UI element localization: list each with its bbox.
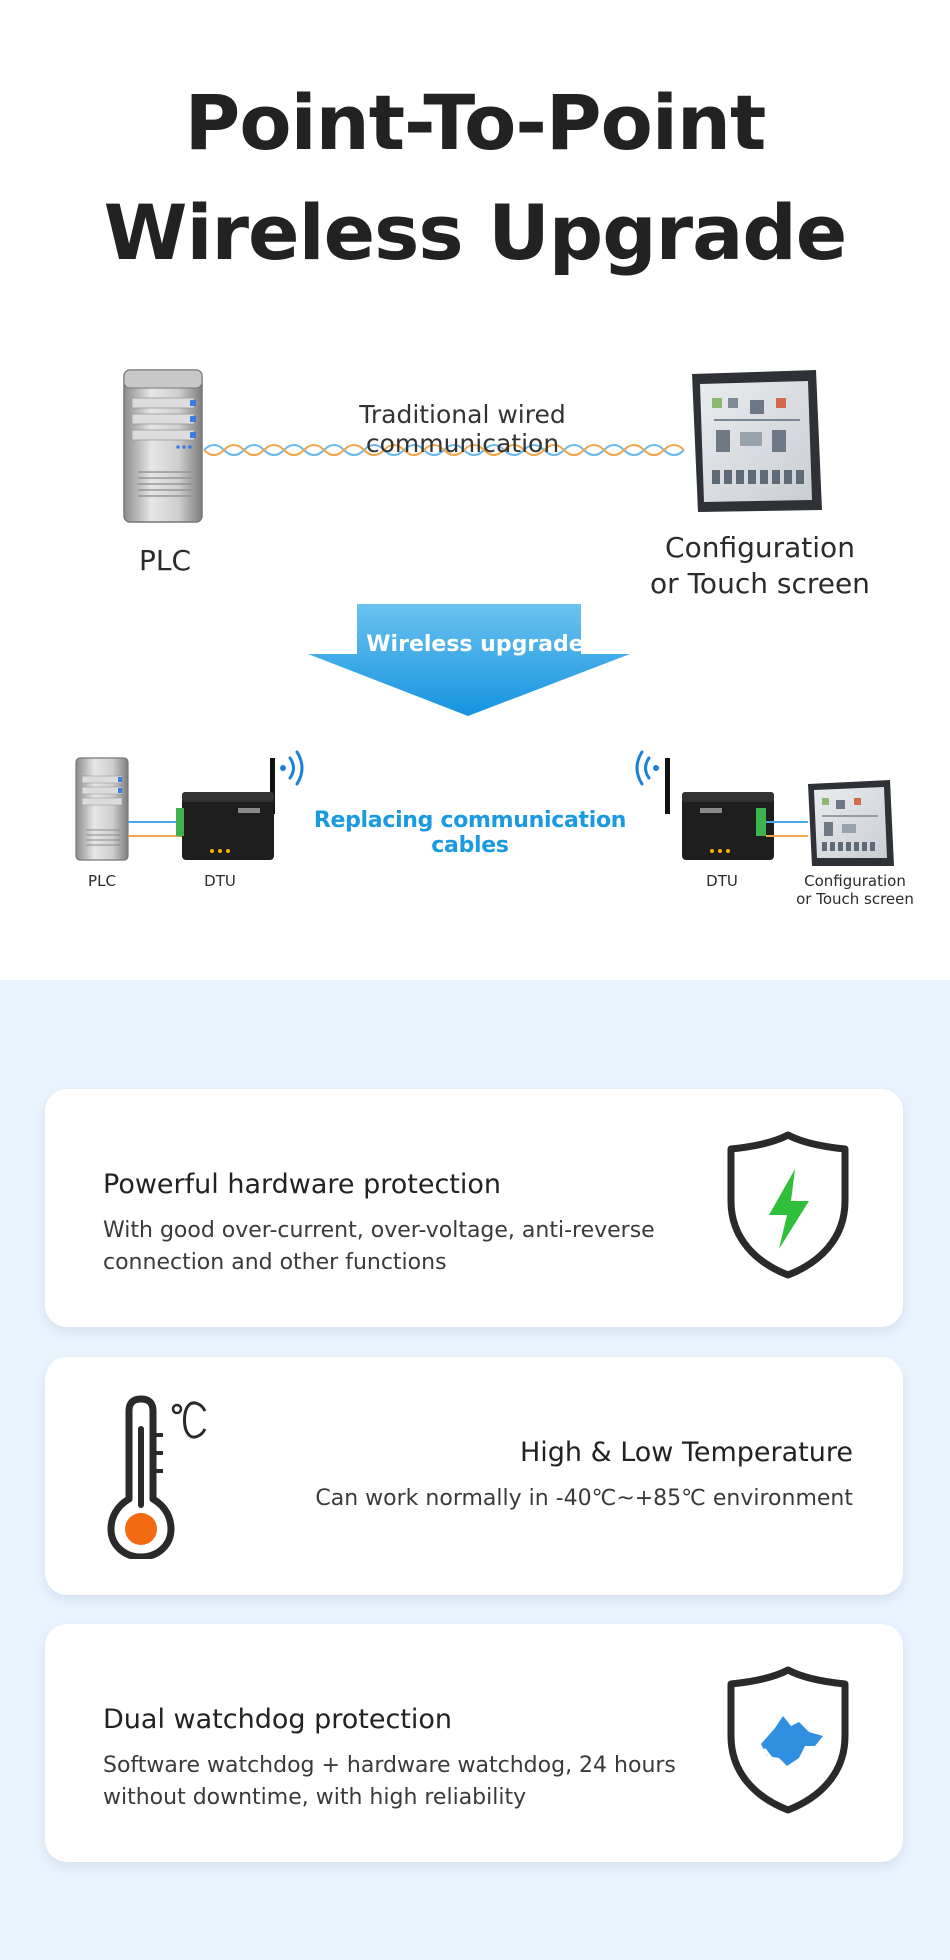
wired-cable — [203, 444, 685, 456]
left-serial-cable — [128, 821, 182, 837]
feature-title: Powerful hardware protection — [103, 1169, 502, 1200]
title-line-1: Point-To-Point — [184, 78, 767, 167]
signal-waves-right-icon — [635, 750, 659, 786]
thermometer-icon — [107, 1395, 207, 1559]
feature-description: Software watchdog + hardware watchdog, 2… — [103, 1753, 676, 1810]
small-plc-server-icon — [75, 757, 129, 861]
wireless-upgrade-label: Wireless upgrade — [366, 632, 584, 657]
right-serial-cable — [766, 821, 808, 837]
feature-description: With good over-current, over-voltage, an… — [103, 1218, 655, 1275]
small-plc-label: PLC — [88, 872, 116, 890]
small-touch-screen-icon — [808, 780, 894, 866]
touch-screen-icon — [692, 370, 822, 512]
shield-lightning-icon — [727, 1131, 849, 1279]
dtu-left-icon — [176, 758, 275, 860]
feature-title: Dual watchdog protection — [103, 1704, 453, 1735]
feature-card-hardware-protection: Powerful hardware protection With good o… — [45, 1089, 903, 1327]
wired-communication-label: Traditional wired communication — [359, 400, 566, 458]
feature-description: Can work normally in -40℃~+85℃ environme… — [315, 1486, 853, 1511]
wireless-upgrade-arrow — [308, 604, 630, 716]
small-screen-label: Configuration or Touch screen — [780, 872, 930, 908]
plc-label: PLC — [138, 544, 192, 577]
replacing-cables-label: Replacing communication cables — [313, 808, 627, 858]
feature-card-temperature: High & Low Temperature Can work normally… — [45, 1357, 903, 1595]
plc-server-icon — [123, 369, 203, 523]
small-screen-label-line-2: or Touch screen — [796, 890, 914, 908]
page-title: Point-To-Point Wireless Upgrade — [0, 68, 950, 288]
dtu-right-icon — [665, 758, 774, 860]
feature-title: High & Low Temperature — [519, 1437, 853, 1468]
wireless-diagram — [75, 369, 894, 866]
small-screen-label-line-1: Configuration — [804, 872, 906, 890]
screen-label: Configuration or Touch screen — [620, 530, 900, 602]
screen-label-line-1: Configuration — [665, 531, 855, 564]
feature-card-watchdog: Dual watchdog protection Software watchd… — [45, 1624, 903, 1862]
dtu-right-label: DTU — [706, 872, 738, 890]
title-line-2: Wireless Upgrade — [103, 188, 848, 277]
shield-dog-icon — [727, 1666, 849, 1814]
signal-waves-left-icon — [280, 750, 304, 786]
screen-label-line-2: or Touch screen — [650, 567, 870, 600]
dtu-left-label: DTU — [204, 872, 236, 890]
